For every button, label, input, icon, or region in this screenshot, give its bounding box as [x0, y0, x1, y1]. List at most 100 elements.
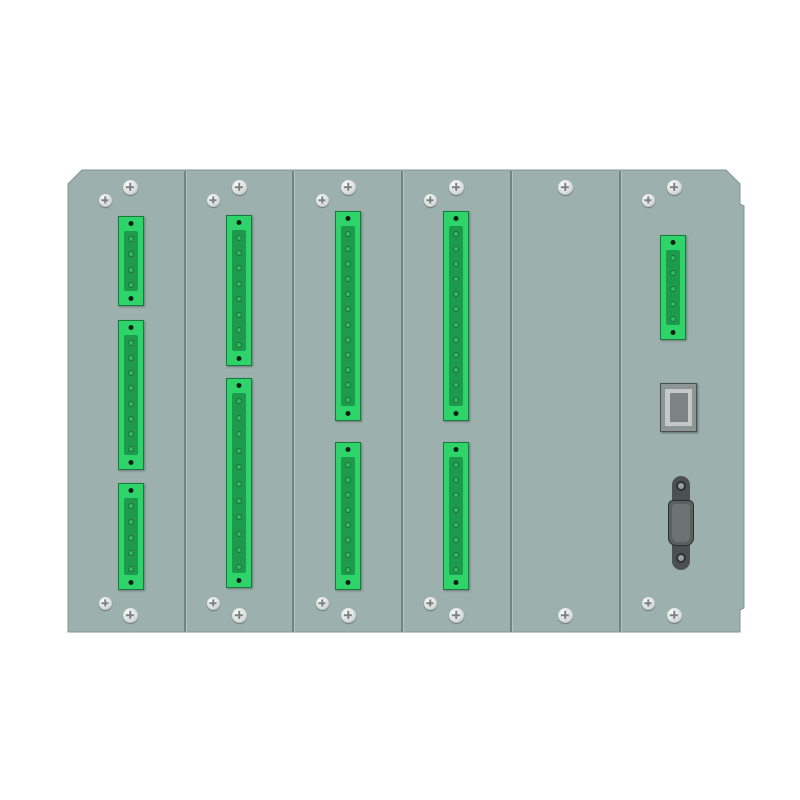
terminal-block: [118, 483, 144, 590]
terminal-block: [443, 442, 469, 590]
terminal-pin: [236, 447, 242, 454]
terminal-pin: [453, 321, 459, 328]
terminal-pin: [236, 342, 242, 349]
terminal-pin: [345, 506, 351, 513]
mount-hole: [128, 488, 134, 493]
terminal-pin: [345, 382, 351, 389]
rj45-socket-opening: [670, 393, 688, 422]
mount-hole: [345, 580, 351, 585]
terminal-pin: [453, 230, 459, 237]
mount-hole: [670, 330, 676, 335]
terminal-pin: [128, 354, 134, 361]
db9-serial-port: [668, 476, 694, 570]
terminal-slot: [124, 498, 138, 575]
terminal-pin: [128, 550, 134, 557]
screw-icon: [448, 607, 464, 623]
terminal-slot: [341, 226, 355, 406]
terminal-pin: [128, 446, 134, 453]
terminal-pin: [128, 502, 134, 509]
terminal-slot: [449, 226, 463, 406]
terminal-pin: [345, 461, 351, 468]
terminal-pin: [345, 245, 351, 252]
terminal-pin: [236, 414, 242, 421]
rj45-ethernet-port: [660, 383, 697, 432]
terminal-pin: [236, 431, 242, 438]
terminal-pin: [236, 250, 242, 257]
terminal-pin: [453, 382, 459, 389]
terminal-pin: [128, 282, 134, 289]
terminal-pin: [345, 291, 351, 298]
terminal-pin: [453, 566, 459, 573]
mount-hole: [345, 447, 351, 452]
terminal-pin: [128, 534, 134, 541]
terminal-pin: [236, 547, 242, 554]
terminal-pin: [128, 339, 134, 346]
terminal-pin: [236, 514, 242, 521]
screw-icon: [98, 193, 112, 207]
mount-hole: [128, 325, 134, 330]
terminal-pin: [345, 230, 351, 237]
module-divider: [292, 171, 294, 632]
terminal-pin: [453, 260, 459, 267]
terminal-pin: [345, 336, 351, 343]
module-divider: [619, 171, 621, 632]
terminal-pin: [453, 551, 459, 558]
screw-icon: [122, 607, 138, 623]
mount-hole: [128, 221, 134, 226]
terminal-pin: [453, 276, 459, 283]
terminal-pin: [453, 506, 459, 513]
screw-icon: [122, 179, 138, 195]
terminal-pin: [453, 367, 459, 374]
terminal-pin: [453, 306, 459, 313]
screw-icon: [98, 596, 112, 610]
screw-icon: [666, 607, 682, 623]
screw-icon: [231, 607, 247, 623]
terminal-pin: [345, 551, 351, 558]
db9-screw-hole: [676, 481, 686, 491]
terminal-slot: [124, 335, 138, 455]
module-divider: [401, 171, 403, 632]
terminal-pin: [670, 254, 676, 261]
db9-screw-hole: [676, 553, 686, 563]
screw-icon: [423, 596, 437, 610]
terminal-pin: [236, 530, 242, 537]
terminal-pin: [128, 251, 134, 258]
screw-icon: [641, 193, 655, 207]
terminal-pin: [453, 476, 459, 483]
terminal-pin: [236, 481, 242, 487]
terminal-pin: [128, 415, 134, 422]
panel-outline: [67, 169, 745, 633]
mount-hole: [453, 216, 459, 221]
terminal-pin: [345, 536, 351, 543]
terminal-pin: [453, 397, 459, 404]
terminal-pin: [670, 270, 676, 277]
screw-icon: [641, 596, 655, 610]
terminal-pin: [453, 461, 459, 468]
screw-icon: [448, 179, 464, 195]
mount-hole: [453, 447, 459, 452]
terminal-pin: [236, 464, 242, 471]
mount-hole: [670, 240, 676, 245]
mount-hole: [236, 578, 242, 583]
terminal-pin: [345, 476, 351, 483]
terminal-pin: [453, 291, 459, 298]
terminal-pin: [128, 518, 134, 525]
terminal-slot: [232, 230, 246, 351]
terminal-pin: [128, 370, 134, 377]
terminal-block: [118, 320, 144, 470]
terminal-pin: [670, 316, 676, 323]
screw-icon: [423, 193, 437, 207]
terminal-pin: [345, 351, 351, 358]
screw-icon: [231, 179, 247, 195]
terminal-pin: [345, 521, 351, 528]
mount-hole: [128, 580, 134, 585]
module-divider: [510, 171, 512, 632]
terminal-pin: [128, 385, 134, 392]
terminal-slot: [232, 393, 246, 573]
terminal-pin: [236, 326, 242, 333]
terminal-slot: [449, 457, 463, 575]
terminal-pin: [128, 566, 134, 573]
terminal-pin: [345, 321, 351, 328]
terminal-pin: [345, 306, 351, 313]
